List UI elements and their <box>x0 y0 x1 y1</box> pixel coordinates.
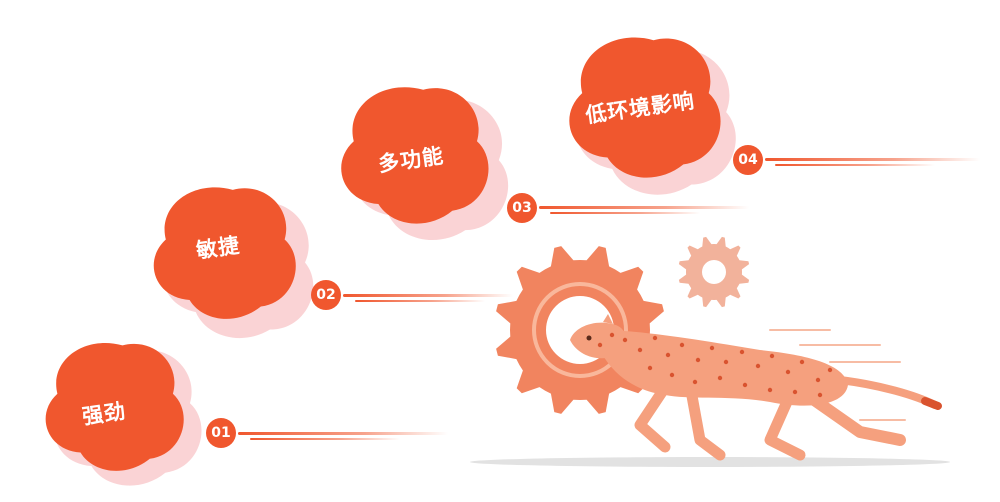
step-label-01: 强劲 <box>80 399 128 429</box>
speed-line-02 <box>343 294 513 297</box>
step-number-01: 01 <box>206 418 236 448</box>
speed-line-03b <box>550 212 700 214</box>
cheetah-icon <box>570 314 942 461</box>
step-number-02: 02 <box>311 280 341 310</box>
speed-line-01b <box>250 438 400 440</box>
speed-line-04 <box>765 158 980 161</box>
step-number-03: 03 <box>507 193 537 223</box>
blob-02 <box>153 187 325 348</box>
step-label-02: 敏捷 <box>194 233 242 263</box>
motion-lines <box>769 329 906 421</box>
step-number-04: 04 <box>733 145 763 175</box>
speed-line-02b <box>355 300 485 302</box>
speed-line-03 <box>539 206 749 209</box>
speed-line-04b <box>775 164 935 166</box>
speed-line-01 <box>238 432 448 435</box>
ground-shadow <box>470 457 950 467</box>
gear-icon <box>678 236 750 308</box>
